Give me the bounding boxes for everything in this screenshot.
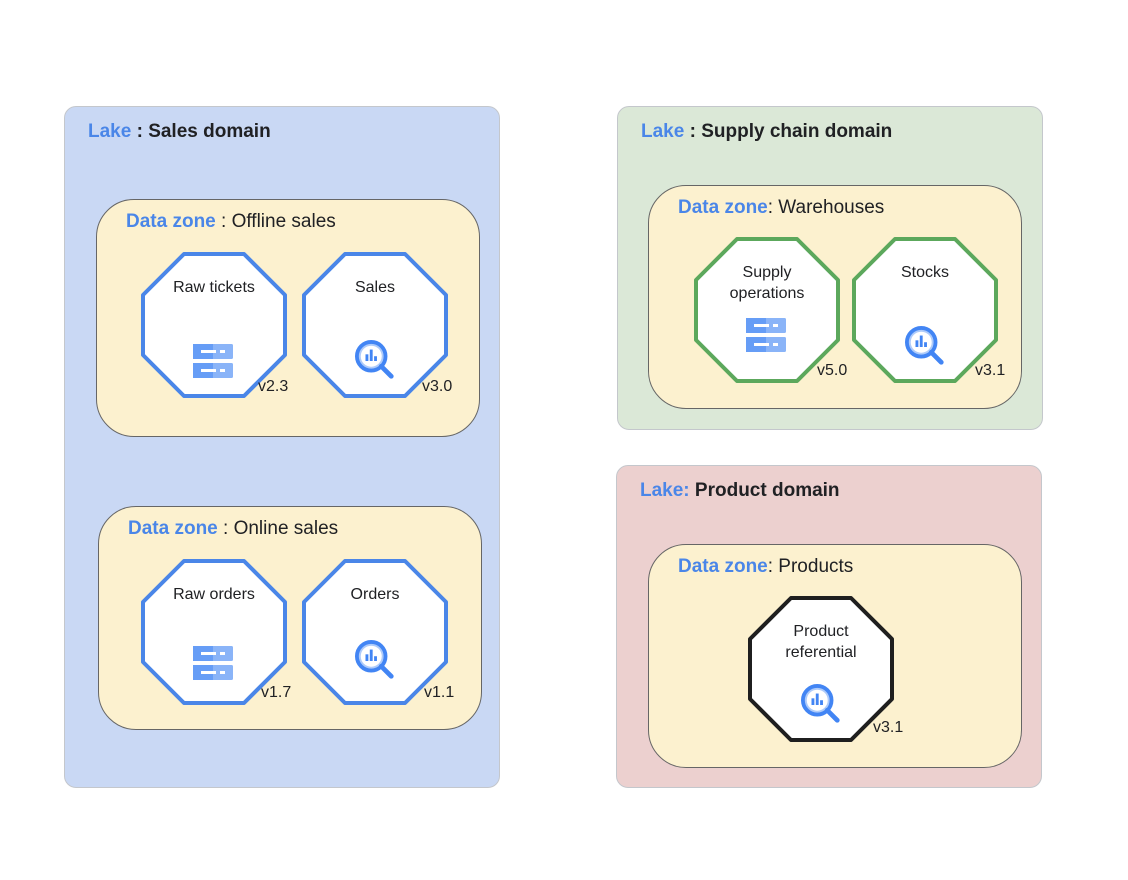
zone-name: : Warehouses (767, 197, 885, 218)
zone-keyword: Data zone (126, 211, 216, 232)
version-label: v3.1 (975, 362, 1006, 379)
zone-name: : Offline sales (215, 211, 336, 232)
zone-title: Data zone : Offline sales (126, 211, 336, 233)
asset-raw-tickets[interactable]: Raw tickets v2.3 (141, 252, 289, 398)
lake-title: Lake : Supply chain domain (641, 121, 892, 143)
lake-title: Lake: Product domain (640, 480, 840, 502)
lake-product: Lake: Product domain Data zone: Products… (616, 465, 1042, 788)
asset-label: Supply operations (729, 264, 805, 302)
storage-icon (192, 646, 234, 682)
asset-label: Raw orders (173, 586, 255, 603)
version-label: v5.0 (817, 362, 848, 379)
asset-raw-orders[interactable]: Raw orders v1.7 (141, 559, 291, 705)
zone-title: Data zone: Products (678, 556, 853, 578)
lake-sales: Lake : Sales domain Data zone : Offline … (64, 106, 500, 788)
zone-keyword: Data zone (128, 518, 218, 539)
asset-sales[interactable]: Sales v3.0 (302, 252, 452, 398)
lake-name: : Supply chain domain (684, 121, 893, 142)
asset-product-referential[interactable]: Product referential v3.1 (748, 596, 903, 742)
zone-offline-sales: Data zone : Offline sales Raw tickets v2… (96, 199, 480, 437)
zone-keyword: Data zone (678, 556, 768, 577)
zone-name: : Online sales (217, 518, 339, 539)
asset-label: Raw tickets (173, 279, 255, 296)
version-label: v3.1 (873, 719, 904, 736)
bigquery-icon (905, 326, 947, 368)
storage-icon (745, 318, 787, 354)
bigquery-icon (355, 340, 397, 382)
lake-title: Lake : Sales domain (88, 121, 271, 143)
storage-icon (192, 344, 234, 380)
lake-name: : Sales domain (131, 121, 271, 142)
zone-online-sales: Data zone : Online sales Raw orders v1.7… (98, 506, 482, 730)
asset-label: Orders (350, 586, 400, 603)
lake-supply-chain: Lake : Supply chain domain Data zone: Wa… (617, 106, 1043, 430)
lake-name: Product domain (689, 480, 840, 501)
zone-title: Data zone : Online sales (128, 518, 338, 540)
zone-name: : Products (767, 556, 854, 577)
zone-warehouses: Data zone: Warehouses Supply operations … (648, 185, 1022, 409)
version-label: v1.7 (261, 684, 292, 701)
asset-stocks[interactable]: Stocks v3.1 (852, 237, 1005, 383)
version-label: v2.3 (258, 378, 289, 395)
zone-title: Data zone: Warehouses (678, 197, 884, 219)
version-label: v3.0 (422, 378, 453, 395)
zone-keyword: Data zone (678, 197, 768, 218)
bigquery-icon (355, 640, 397, 682)
version-label: v1.1 (424, 684, 455, 701)
asset-orders[interactable]: Orders v1.1 (302, 559, 454, 705)
asset-supply-operations[interactable]: Supply operations v5.0 (694, 237, 847, 383)
lake-keyword: Lake: (640, 480, 690, 501)
asset-label: Stocks (900, 264, 949, 281)
zone-products: Data zone: Products Product referential … (648, 544, 1022, 768)
bigquery-icon (801, 684, 843, 726)
lake-keyword: Lake (641, 121, 685, 142)
asset-label: Product referential (785, 623, 857, 661)
lake-keyword: Lake (88, 121, 132, 142)
asset-label: Sales (354, 279, 396, 296)
